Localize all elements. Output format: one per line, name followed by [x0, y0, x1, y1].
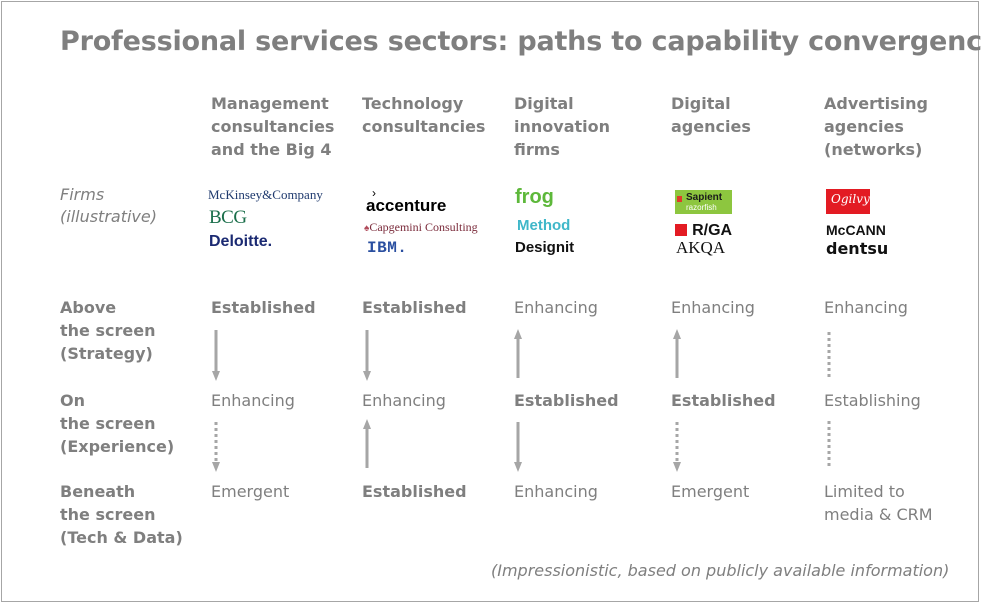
footnote: (Impressionistic, based on publicly avai… — [491, 561, 950, 580]
mccann-logo: McCANN — [826, 222, 886, 238]
accenture-mark-icon: › — [372, 186, 376, 200]
row-label-on-the-screen: On the screen (Experience) — [60, 389, 200, 458]
mckinsey-logo: McKinsey&Company — [208, 187, 323, 202]
row-label-line: the screen — [60, 505, 156, 524]
bcg-logo: BCG — [209, 207, 247, 228]
deloitte-logo: Deloitte. — [209, 233, 273, 250]
akqa-logo: AKQA — [676, 238, 726, 257]
row-label-line: Above — [60, 298, 117, 317]
accenture-logo: accenture — [366, 196, 447, 215]
column-header-technology: Technology consultancies — [362, 92, 512, 138]
row-label-line: the screen — [60, 321, 156, 340]
header-line: Management — [211, 94, 329, 113]
razorfish-text: razorfish — [686, 203, 717, 212]
method-logo: Method — [517, 217, 571, 234]
slide-title: Professional services sectors: paths to … — [60, 26, 981, 57]
header-line: (networks) — [824, 140, 923, 159]
row-label-above-the-screen: Above the screen (Strategy) — [60, 296, 200, 365]
header-line: consultancies — [211, 117, 335, 136]
header-line: consultancies — [362, 117, 486, 136]
sapient-mark-icon — [677, 196, 682, 202]
row-label-line: Beneath — [60, 482, 136, 501]
row-label-line: the screen — [60, 414, 156, 433]
firms-label-line: Firms — [60, 185, 105, 204]
cell-technology-above: Established — [362, 298, 467, 317]
cell-management-on: Enhancing — [211, 391, 295, 410]
cell-technology-beneath: Established — [362, 482, 467, 501]
sapient-logo: Sapient razorfish — [675, 190, 732, 214]
column-header-digital-innovation: Digital innovation firms — [514, 92, 664, 161]
row-label-line: On — [60, 391, 85, 410]
firms-label: Firms (illustrative) — [60, 184, 200, 228]
column-header-management: Management consultancies and the Big 4 — [211, 92, 361, 161]
header-line: agencies — [824, 117, 904, 136]
cell-line: media & CRM — [824, 505, 933, 524]
capgemini-text: Capgemini Consulting — [369, 220, 478, 234]
column-header-digital-agencies: Digital agencies — [671, 92, 821, 138]
header-line: Advertising — [824, 94, 928, 113]
cell-advertising-on: Establishing — [824, 391, 921, 410]
ogilvy-text: Ogilvy — [831, 192, 870, 206]
capgemini-spade-icon: ♠ — [364, 223, 370, 234]
header-line: agencies — [671, 117, 751, 136]
header-line: Technology — [362, 94, 464, 113]
cell-advertising-beneath: Limited to media & CRM — [824, 480, 933, 526]
header-line: Digital — [514, 94, 574, 113]
designit-logo: Designit — [515, 239, 575, 256]
sapient-text: Sapient — [686, 192, 723, 203]
row-label-line: (Tech & Data) — [60, 528, 183, 547]
firms-label-line: (illustrative) — [60, 207, 157, 226]
dentsu-logo: dentsu — [826, 239, 889, 258]
row-label-line: (Strategy) — [60, 344, 153, 363]
ogilvy-logo: Ogilvy — [826, 189, 870, 214]
row-label-beneath-the-screen: Beneath the screen (Tech & Data) — [60, 480, 200, 549]
capgemini-logo: ♠Capgemini Consulting — [364, 220, 478, 235]
cell-agencies-above: Enhancing — [671, 298, 755, 317]
cell-management-beneath: Emergent — [211, 482, 290, 501]
rga-square-icon — [675, 224, 687, 236]
cell-management-above: Established — [211, 298, 316, 317]
cell-agencies-beneath: Emergent — [671, 482, 750, 501]
ibm-logo: IBM. — [367, 239, 408, 257]
header-line: firms — [514, 140, 560, 159]
header-line: and the Big 4 — [211, 140, 332, 159]
cell-line: Limited to — [824, 482, 905, 501]
cell-innovation-above: Enhancing — [514, 298, 598, 317]
cell-advertising-above: Enhancing — [824, 298, 908, 317]
cell-innovation-on: Established — [514, 391, 619, 410]
cell-innovation-beneath: Enhancing — [514, 482, 598, 501]
cell-technology-on: Enhancing — [362, 391, 446, 410]
column-header-advertising: Advertising agencies (networks) — [824, 92, 974, 161]
rga-text: R/GA — [692, 222, 733, 239]
header-line: Digital — [671, 94, 731, 113]
rga-logo: R/GA — [675, 220, 732, 240]
header-line: innovation — [514, 117, 610, 136]
cell-agencies-on: Established — [671, 391, 776, 410]
frog-logo: frog — [515, 186, 554, 208]
row-label-line: (Experience) — [60, 437, 175, 456]
